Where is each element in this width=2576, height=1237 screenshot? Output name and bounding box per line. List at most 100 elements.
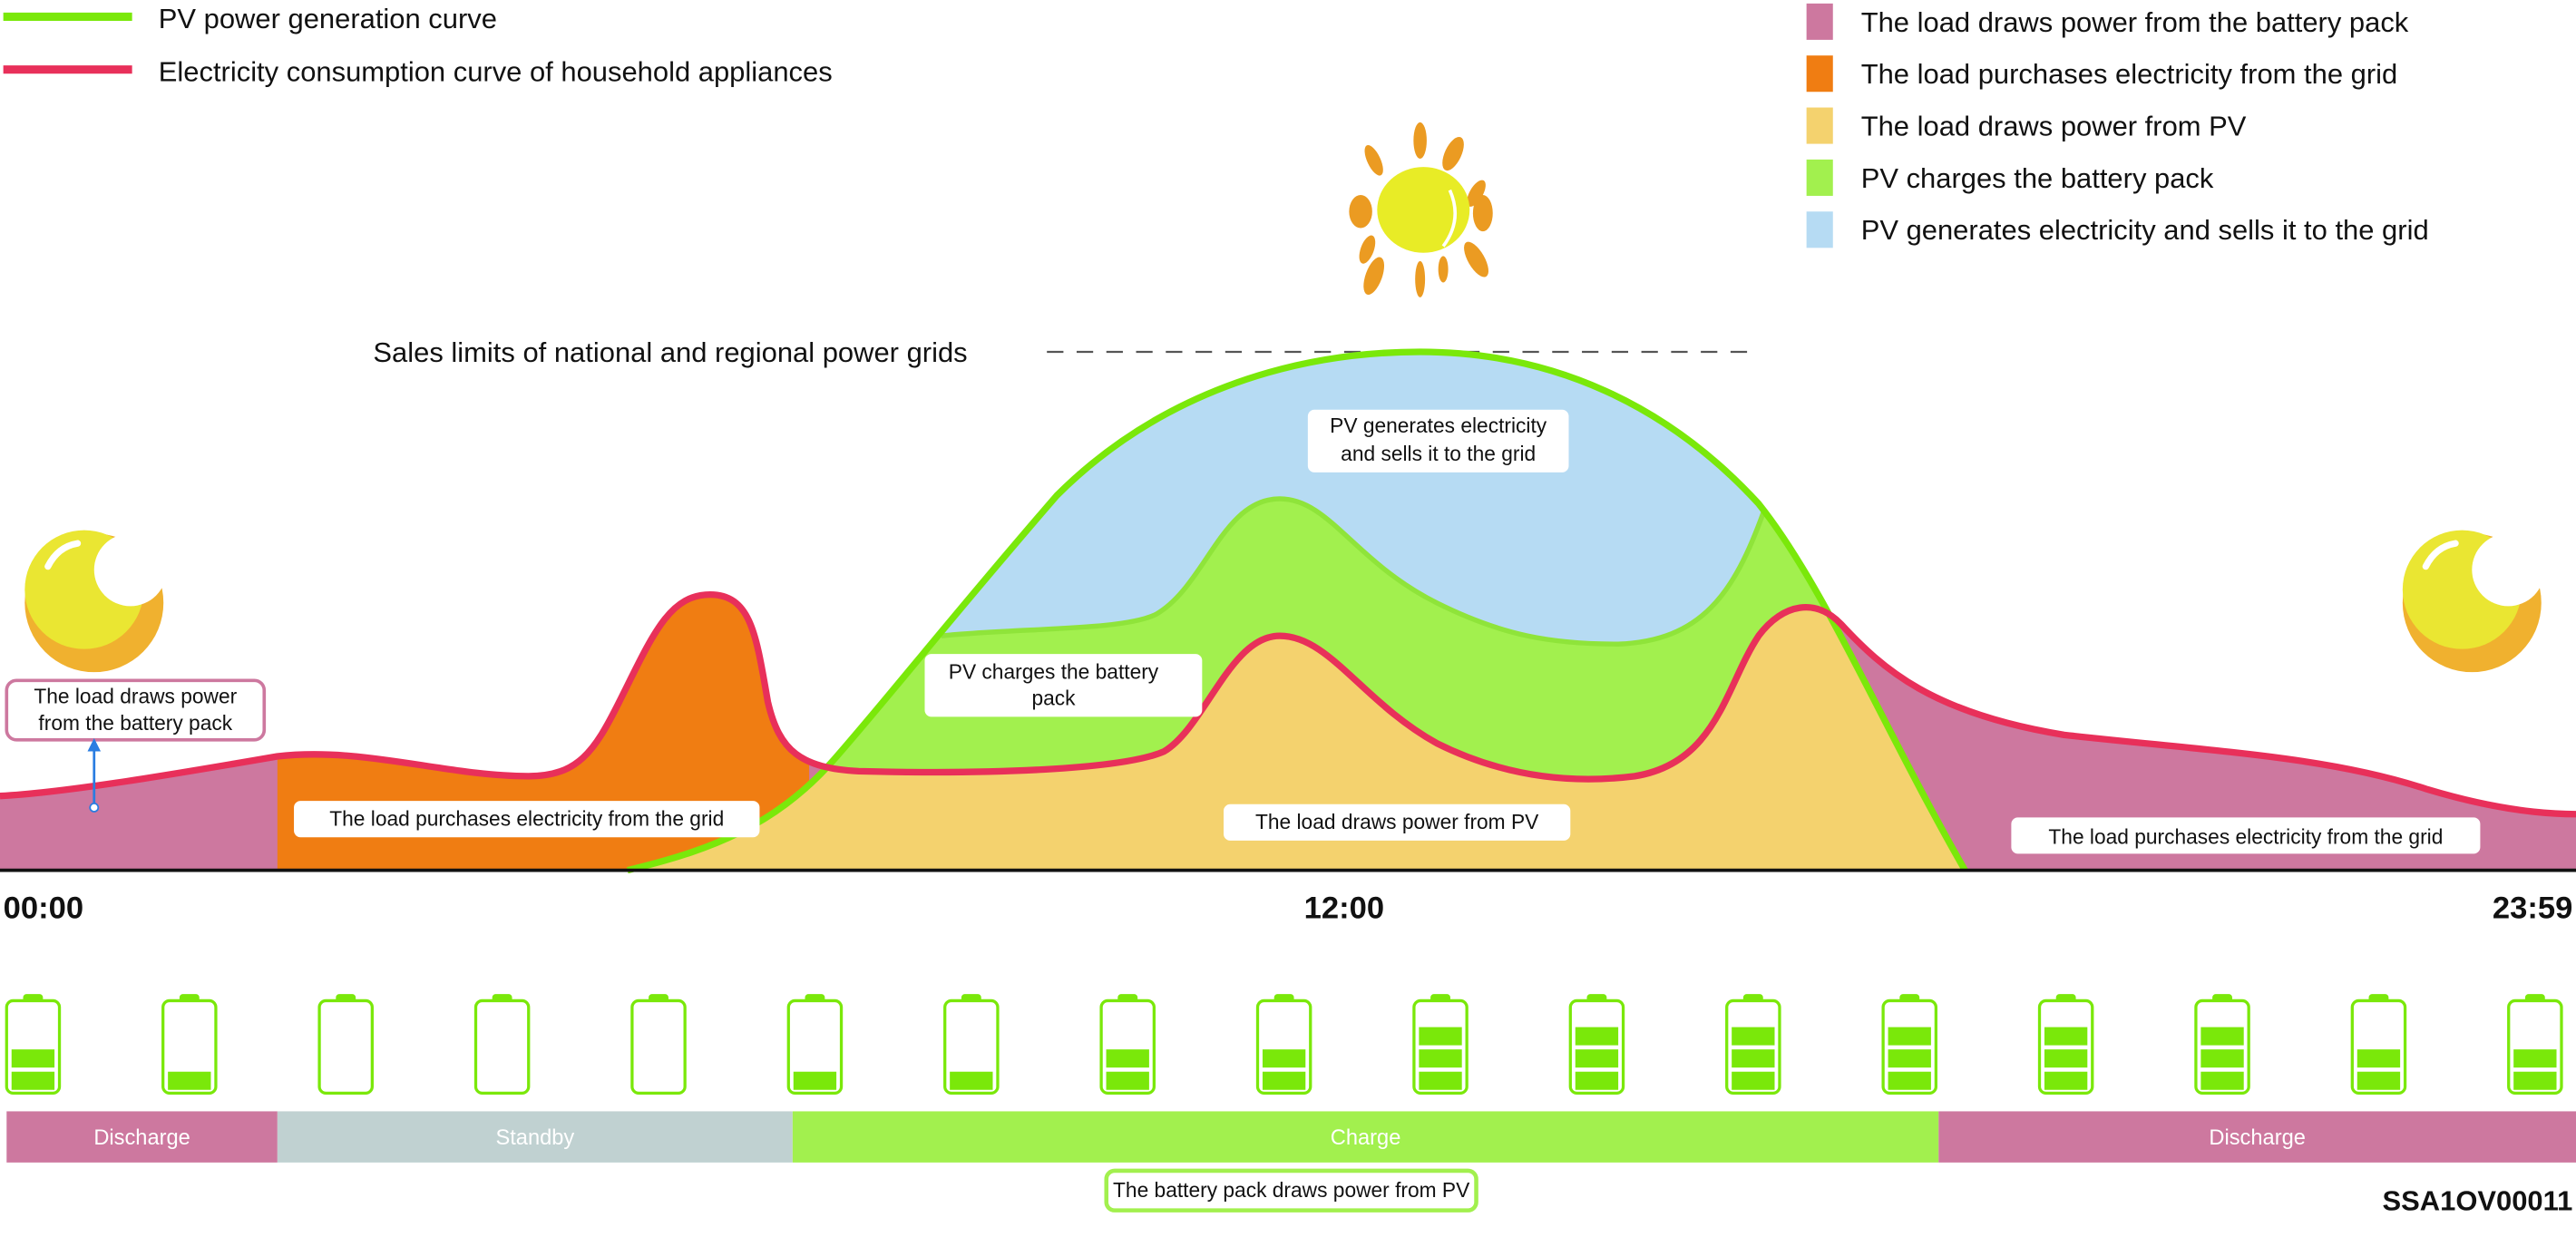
battery-level-segment: [2200, 1027, 2244, 1046]
pv-generation-curve: [626, 348, 1968, 874]
battery-icon: [1568, 994, 1625, 1096]
battery-level-segment: [2513, 1049, 2557, 1068]
battery-level-segment: [950, 1071, 993, 1090]
legend-area-label: PV charges the battery pack: [1861, 162, 2214, 194]
battery-level-segment: [1419, 1071, 1462, 1090]
battery-icon: [1881, 994, 1938, 1096]
time-end: 23:59: [2493, 891, 2572, 925]
pointer-arrow-head: [87, 737, 102, 752]
label-text: from the battery pack: [38, 711, 232, 735]
battery-icon: [1255, 994, 1312, 1096]
moon-icon-right: [2402, 530, 2545, 673]
battery-level-segment: [1419, 1027, 1462, 1046]
legend-swatch: [1806, 159, 1833, 196]
battery-level-segment: [1106, 1049, 1149, 1068]
label-text: The load draws power: [34, 685, 237, 708]
legend-area-label: PV generates electricity and sells it to…: [1861, 214, 2429, 246]
mode-label: Charge: [1331, 1126, 1401, 1150]
battery-icon: [317, 994, 374, 1096]
battery-icon: [2507, 994, 2563, 1096]
legend-swatch: [1806, 107, 1833, 144]
label-text: pack: [1031, 687, 1076, 710]
mode-label: Standby: [495, 1126, 574, 1150]
mode-segment-discharge: Discharge: [1938, 1111, 2576, 1163]
battery-level-segment: [1732, 1049, 1775, 1068]
battery-icon: [630, 994, 687, 1096]
battery-level-segment: [793, 1071, 837, 1090]
label-grid-left: The load purchases electricity from the …: [294, 801, 760, 838]
battery-level-segment: [2044, 1049, 2088, 1068]
load-consumption-curve: [0, 590, 2576, 818]
label-text: PV generates electricity: [1330, 414, 1547, 437]
label-text: The load draws power from PV: [1255, 810, 1539, 833]
sales-limit-label: Sales limits of national and regional po…: [373, 336, 967, 368]
legend-lines: PV power generation curve Electricity co…: [3, 3, 833, 87]
legend-swatch: [1806, 3, 1833, 40]
time-mid: 12:00: [1304, 891, 1384, 925]
battery-level-segment: [2200, 1049, 2244, 1068]
figure-id: SSA1OV00011: [2383, 1185, 2573, 1217]
legend-swatch: [1806, 55, 1833, 93]
time-start: 00:00: [4, 891, 83, 925]
label-text: and sells it to the grid: [1341, 442, 1536, 465]
label-text: The load purchases electricity from the …: [329, 806, 724, 830]
legend-pv-label: PV power generation curve: [159, 3, 497, 34]
mode-label: Discharge: [2209, 1126, 2306, 1150]
battery-level-segment: [2044, 1027, 2088, 1046]
label-battery-left: The load draws power from the battery pa…: [5, 678, 267, 742]
battery-level-segment: [11, 1071, 55, 1090]
legend-load-label: Electricity consumption curve of househo…: [159, 55, 833, 87]
label-load-pv: The load draws power from PV: [1224, 804, 1571, 841]
battery-level-segment: [2356, 1049, 2401, 1068]
battery-icon: [161, 994, 218, 1096]
battery-level-segment: [1262, 1071, 1306, 1090]
battery-level-segment: [168, 1071, 211, 1090]
battery-charge-boundary: [941, 496, 1766, 647]
mode-bar: Discharge Standby Charge Discharge: [6, 1111, 2576, 1163]
battery-icon: [2350, 994, 2407, 1096]
battery-icon: [1725, 994, 1781, 1096]
battery-icon: [473, 994, 531, 1096]
label-text: The load purchases electricity from the …: [2048, 825, 2443, 849]
legend-area-label: The load draws power from PV: [1861, 110, 2247, 141]
label-pv-sells: PV generates electricity and sells it to…: [1307, 409, 1569, 472]
charge-note: The battery pack draws power from PV: [1104, 1168, 1478, 1213]
label-grid-right: The load purchases electricity from the …: [2011, 817, 2481, 854]
label-pv-charges: PV charges the battery pack: [924, 654, 1203, 717]
charge-note-text: The battery pack draws power from PV: [1113, 1178, 1470, 1202]
mode-segment-discharge: Discharge: [6, 1111, 278, 1163]
battery-level-segment: [1262, 1049, 1306, 1068]
battery-level-segment: [1888, 1071, 1931, 1090]
battery-icon: [2037, 994, 2094, 1096]
battery-level-segment: [1732, 1027, 1775, 1046]
battery-icon: [1412, 994, 1469, 1096]
battery-icon: [943, 994, 1000, 1096]
battery-level-segment: [2200, 1071, 2244, 1090]
battery-level-segment: [2044, 1071, 2088, 1090]
battery-level-segment: [1106, 1071, 1149, 1090]
battery-icon: [786, 994, 844, 1096]
mode-label: Discharge: [93, 1126, 190, 1150]
battery-level-segment: [1732, 1071, 1775, 1090]
battery-level-segment: [1419, 1049, 1462, 1068]
legend-areas: The load draws power from the battery pa…: [1806, 3, 2429, 248]
battery-level-segment: [1888, 1049, 1931, 1068]
battery-icon: [5, 994, 62, 1096]
battery-level-segment: [1888, 1027, 1931, 1046]
label-text: PV charges the battery: [949, 659, 1159, 683]
battery-level-segment: [2356, 1071, 2401, 1090]
mode-segment-charge: Charge: [792, 1111, 1939, 1163]
moon-icon-left: [24, 530, 167, 673]
battery-icon: [2194, 994, 2250, 1096]
legend-area-label: The load draws power from the battery pa…: [1861, 6, 2409, 38]
battery-level-segment: [1575, 1071, 1619, 1090]
battery-icon: [1099, 994, 1156, 1096]
battery-level-segment: [11, 1049, 55, 1068]
legend-swatch: [1806, 211, 1833, 248]
battery-level-segment: [1575, 1049, 1619, 1068]
mode-segment-standby: Standby: [277, 1111, 793, 1163]
sun-icon: [1349, 122, 1493, 297]
battery-row: [5, 994, 2563, 1096]
battery-level-segment: [1575, 1027, 1619, 1046]
